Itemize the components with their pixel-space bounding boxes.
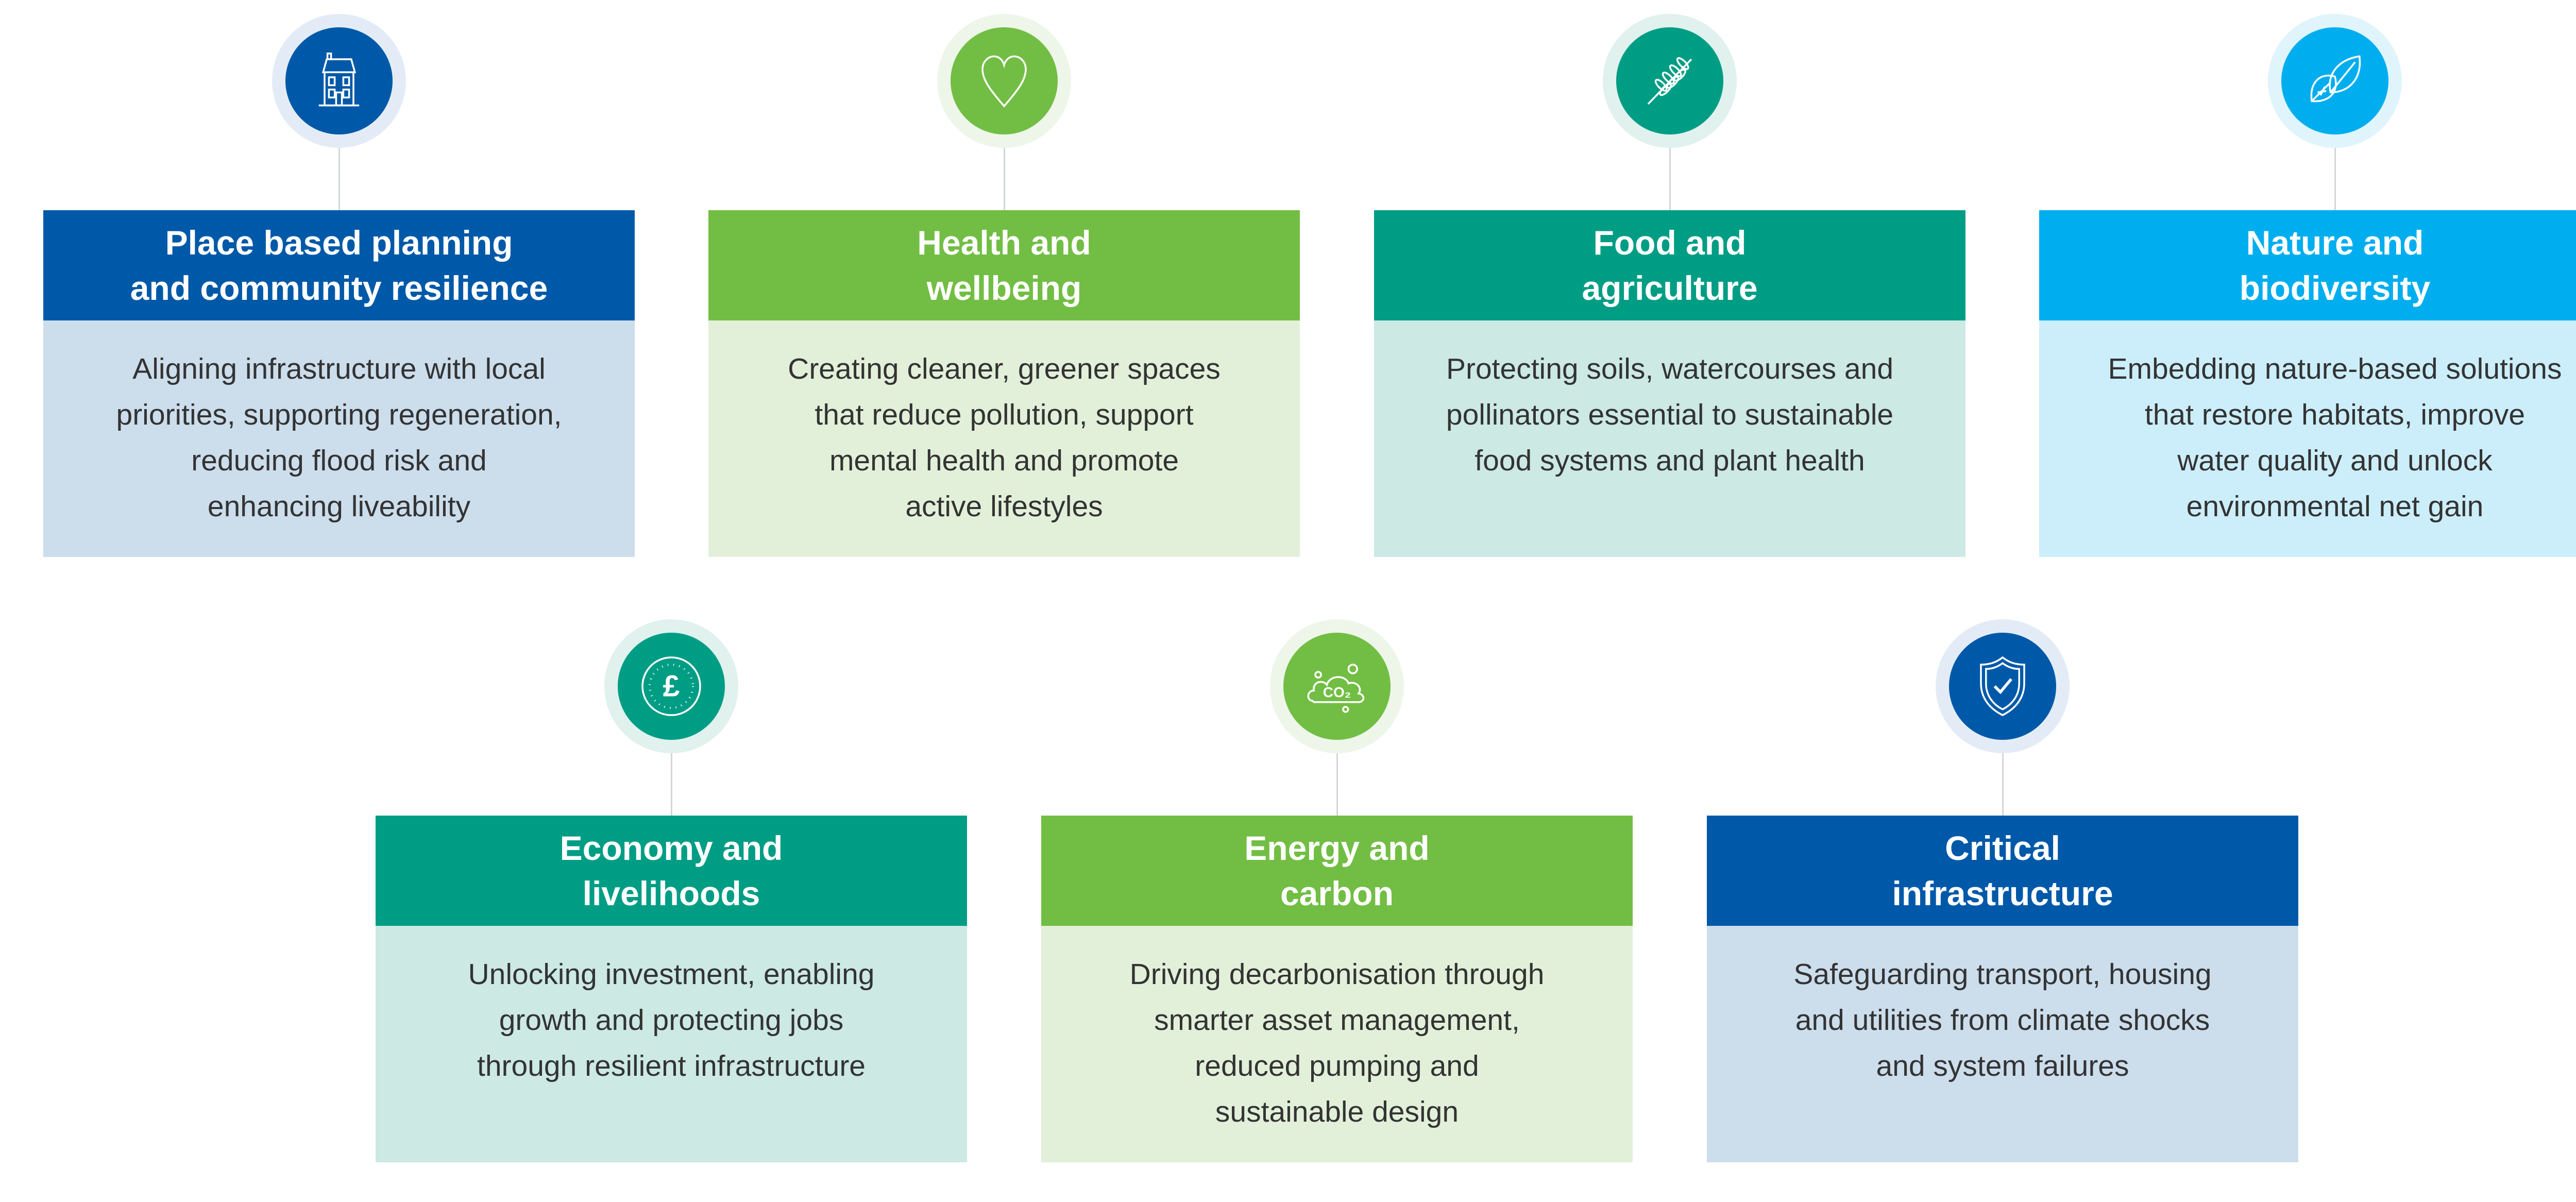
shield-check-icon (1949, 633, 2056, 740)
card-description: Safeguarding transport, housing and util… (1707, 926, 2298, 1162)
connector-line (1004, 148, 1005, 210)
connector-line (2334, 148, 2336, 210)
card-title: Nature and biodiversity (2039, 210, 2576, 320)
connector-line (671, 753, 672, 816)
card-title: Health and wellbeing (708, 210, 1300, 320)
icon-halo (1936, 619, 2070, 753)
card-description: Protecting soils, watercourses and polli… (1374, 320, 1965, 557)
connector-line (2002, 753, 2004, 816)
icon-halo: CO₂ (1270, 619, 1404, 753)
icon-halo: £ (604, 619, 738, 753)
card-title: Energy and carbon (1041, 816, 1633, 926)
connector-line (1669, 148, 1671, 210)
card-description: Unlocking investment, enabling growth an… (376, 926, 967, 1162)
card-title: Food and agriculture (1374, 210, 1965, 320)
card-title: Economy and livelihoods (376, 816, 967, 926)
card-title: Place based planning and community resil… (43, 210, 635, 320)
svg-text:£: £ (663, 670, 680, 703)
house-icon (285, 27, 393, 134)
icon-halo (1603, 14, 1737, 148)
leaves-icon (2281, 27, 2388, 134)
svg-text:CO₂: CO₂ (1323, 684, 1351, 700)
card-description: Embedding nature-based solutions that re… (2039, 320, 2576, 557)
wheat-icon (1616, 27, 1723, 134)
co2-cloud-icon: CO₂ (1283, 633, 1391, 740)
card-description: Creating cleaner, greener spaces that re… (708, 320, 1300, 557)
icon-halo (937, 14, 1071, 148)
connector-line (338, 148, 340, 210)
card-description: Driving decarbonisation through smarter … (1041, 926, 1633, 1162)
icon-halo (2268, 14, 2402, 148)
icon-halo (272, 14, 406, 148)
card-title: Critical infrastructure (1707, 816, 2298, 926)
heart-icon (951, 27, 1058, 134)
connector-line (1336, 753, 1338, 816)
card-description: Aligning infrastructure with local prior… (43, 320, 635, 557)
pound-coin-icon: £ (618, 633, 725, 740)
